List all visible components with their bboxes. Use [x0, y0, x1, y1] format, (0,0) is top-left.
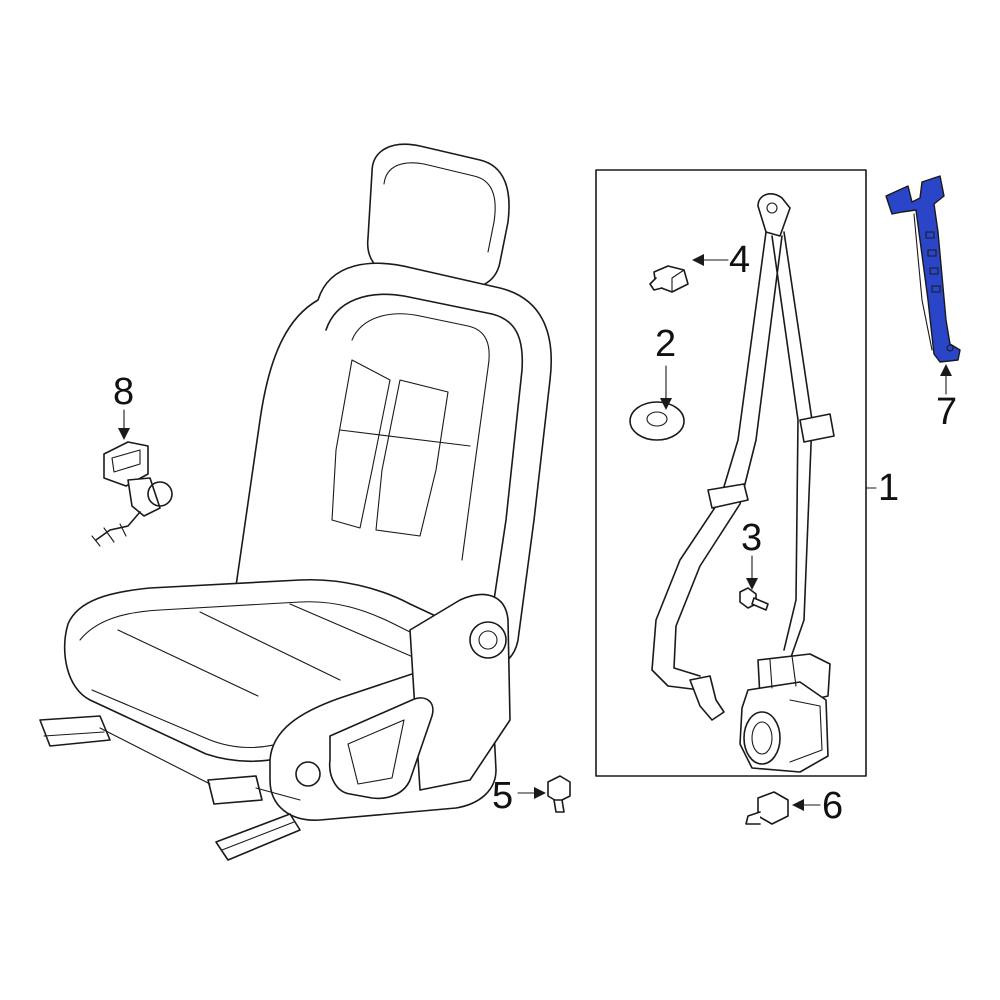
leader-lines [118, 254, 952, 811]
height-adjuster-part-7 [885, 175, 961, 363]
callout-5: 5 [492, 775, 513, 817]
bolt-part-5 [547, 775, 571, 813]
seat-belt-assembly-part-1 [595, 169, 867, 777]
front-seat-illustration [39, 143, 552, 861]
callout-4: 4 [729, 239, 750, 281]
callout-2: 2 [655, 323, 676, 365]
bolt-part-4 [649, 265, 689, 293]
screw-part-3 [739, 587, 769, 611]
callout-3: 3 [741, 517, 762, 559]
callout-8: 8 [113, 371, 134, 413]
seat-belt-buckle-part-8 [91, 441, 173, 547]
washer-part-2 [629, 401, 685, 441]
callout-6: 6 [822, 785, 843, 827]
callout-labels: 1 2 3 4 5 6 7 8 [113, 239, 957, 827]
bolt-part-6 [745, 791, 789, 825]
callout-7: 7 [936, 391, 957, 433]
callout-1: 1 [878, 467, 899, 509]
